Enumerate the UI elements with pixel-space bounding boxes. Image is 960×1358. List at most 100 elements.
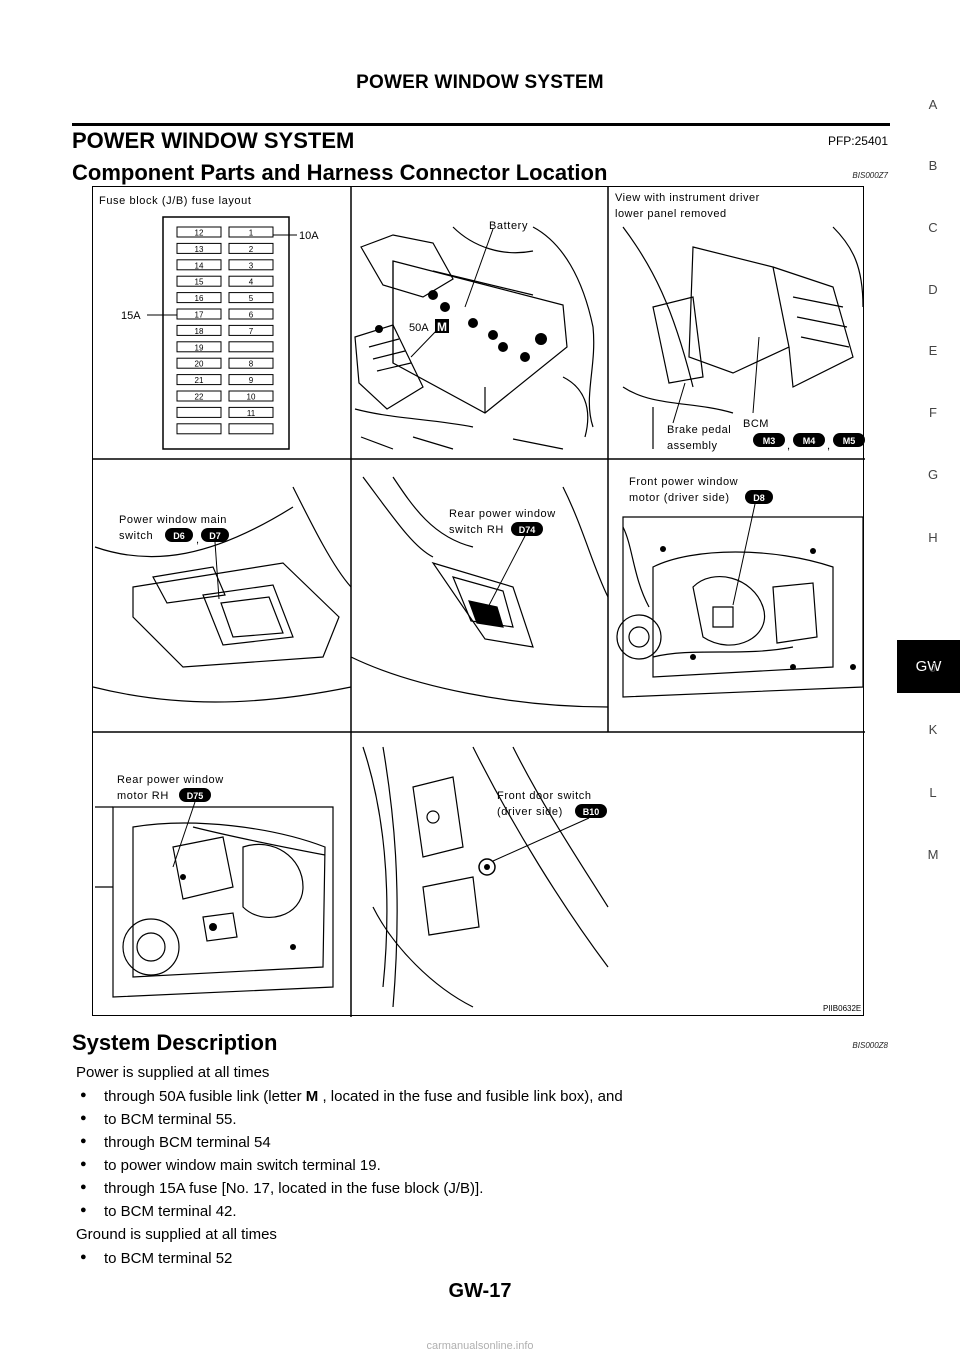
connector-d74: D74 <box>519 525 536 535</box>
door-switch-label-2: (driver side) <box>497 806 563 818</box>
rear-motor-label-2: motor RH <box>117 790 169 802</box>
connector-d75: D75 <box>187 791 204 801</box>
fuse-slot <box>176 406 222 418</box>
page-number: GW-17 <box>448 1280 512 1302</box>
system-description-title: System Description <box>72 1030 278 1055</box>
side-index-tab[interactable]: L <box>929 785 937 800</box>
connector-m4: M4 <box>803 436 816 446</box>
side-index-tab[interactable]: A <box>928 97 938 112</box>
front-motor-label-1: Front power window <box>629 476 738 488</box>
header-rule <box>72 123 890 126</box>
fuse-number: 12 <box>195 229 204 238</box>
list-item: to BCM terminal 42. <box>80 1203 623 1226</box>
power-supply-intro: Power is supplied at all times <box>76 1064 270 1081</box>
fuse-slot <box>176 308 222 320</box>
connector-d7: D7 <box>209 531 221 541</box>
battery-panel: Battery 50A M <box>354 220 595 450</box>
fuse-slot <box>228 324 274 336</box>
fuse-number: 8 <box>249 360 254 369</box>
fuse-number: 2 <box>249 245 254 254</box>
front-motor-panel: Front power window motor (driver side) D… <box>616 476 864 698</box>
fuse-number: 4 <box>249 278 254 287</box>
fuse-number: 21 <box>195 376 204 385</box>
connector-m3: M3 <box>763 436 776 446</box>
bcm-label: BCM <box>743 418 769 430</box>
side-index-tab[interactable]: M <box>927 847 939 862</box>
list-item-text: through BCM terminal 54 <box>104 1134 271 1151</box>
list-item-text: to BCM terminal 42. <box>104 1203 237 1220</box>
fuse-number: 14 <box>195 261 204 270</box>
rear-motor-panel: Rear power window motor RH D75 <box>95 774 334 998</box>
side-index-tab[interactable]: K <box>928 722 938 737</box>
section-title: POWER WINDOW SYSTEM <box>72 128 355 153</box>
list-item: through 50A fusible link (letter M , loc… <box>80 1088 623 1111</box>
fuse-slot <box>176 242 222 254</box>
fuse-slot <box>228 374 274 386</box>
fuse-number: 10 <box>247 393 256 402</box>
connector-d8: D8 <box>753 493 765 503</box>
main-switch-label-2: switch <box>119 530 153 542</box>
fuse-slot <box>228 275 274 287</box>
front-motor-label-2: motor (driver side) <box>629 492 730 504</box>
fuse-slot <box>176 324 222 336</box>
list-item-text: through 15A fuse [No. 17, located in the… <box>104 1180 484 1197</box>
fuse-slot <box>176 423 222 435</box>
fuse-number: 20 <box>195 360 204 369</box>
page-header-title: POWER WINDOW SYSTEM <box>356 72 604 93</box>
fuse-number: 11 <box>247 409 256 418</box>
fuse-number: 19 <box>195 343 204 352</box>
fuse-slot <box>176 341 222 353</box>
fuse-slot <box>228 259 274 271</box>
fuse-number: 3 <box>249 261 254 270</box>
fuse-slot <box>228 292 274 304</box>
side-index-tab[interactable]: H <box>928 530 938 545</box>
fuse-number: 1 <box>249 229 254 238</box>
fuse-slot <box>228 226 274 238</box>
fusible-link-letter-ref: M <box>305 1088 319 1105</box>
fuse-15a-label: 15A <box>121 310 141 322</box>
ground-supply-intro: Ground is supplied at all times <box>76 1226 277 1243</box>
side-index-tab[interactable]: B <box>928 158 938 173</box>
side-index-tab[interactable]: J <box>929 660 937 675</box>
side-index-tab-active[interactable]: GW <box>897 640 960 693</box>
side-index-tab[interactable]: D <box>928 282 938 297</box>
fuse-number: 15 <box>195 278 204 287</box>
fuse-number: 5 <box>249 294 254 303</box>
fuse-slot <box>228 390 274 402</box>
rear-switch-panel: Rear power window switch RH D74 <box>350 476 609 708</box>
bcm-view-label-2: lower panel removed <box>615 208 727 220</box>
battery-label: Battery <box>489 220 528 232</box>
list-item: through BCM terminal 54 <box>80 1134 623 1157</box>
list-item-text: , located in the fuse and fusible link b… <box>318 1088 623 1105</box>
list-item-text: to BCM terminal 52 <box>104 1250 233 1267</box>
connector-m5: M5 <box>843 436 856 446</box>
list-item: through 15A fuse [No. 17, located in the… <box>80 1180 623 1203</box>
side-index-tab[interactable]: E <box>928 343 938 358</box>
fuse-slot <box>176 390 222 402</box>
fuse-slot <box>176 275 222 287</box>
bcm-view-label-1: View with instrument driver <box>615 192 760 204</box>
rear-motor-label-1: Rear power window <box>117 774 224 786</box>
fuse-slot <box>228 406 274 418</box>
fuse-number: 18 <box>195 327 204 336</box>
fuse-slot <box>228 423 274 435</box>
fuse-slot <box>228 357 274 369</box>
fuse-number: 17 <box>195 311 204 320</box>
fuse-slot <box>176 226 222 238</box>
subsection-title: Component Parts and Harness Connector Lo… <box>72 160 608 185</box>
connector-b10: B10 <box>583 807 600 817</box>
fuse-number: 6 <box>249 311 254 320</box>
system-description-code: BIS000Z8 <box>852 1041 888 1050</box>
svg-text:,: , <box>827 440 830 452</box>
fuse-slot <box>228 308 274 320</box>
brake-pedal-label-1: Brake pedal <box>667 424 731 436</box>
figure-code: PIIB0632E <box>823 1004 861 1013</box>
side-index-tab[interactable]: G <box>927 467 939 482</box>
door-switch-panel: Front door switch (driver side) B10 <box>362 746 609 1008</box>
side-index-tab[interactable]: C <box>928 220 938 235</box>
list-item: to BCM terminal 52 <box>80 1250 233 1273</box>
svg-text:,: , <box>196 534 199 546</box>
side-index-tab[interactable]: F <box>929 405 937 420</box>
bcm-panel: View with instrument driver lower panel … <box>615 192 865 452</box>
